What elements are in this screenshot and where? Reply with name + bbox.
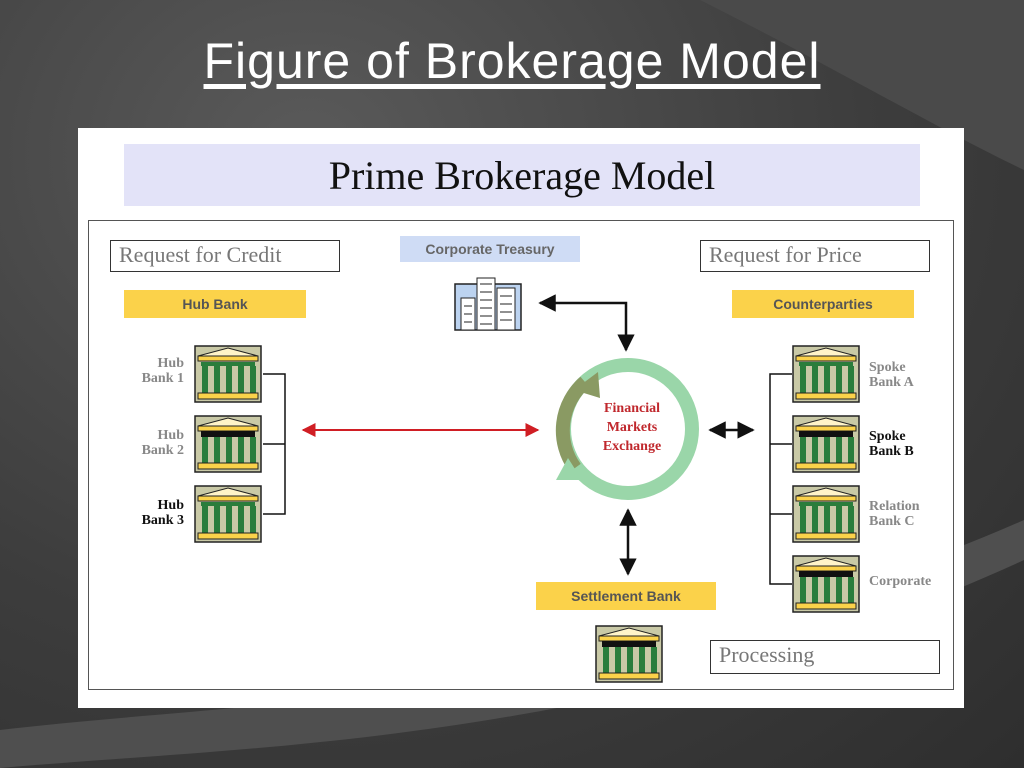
hub-bank-2-line2: Bank 2: [141, 443, 184, 458]
hub-bank-2-label: Hub Bank 2: [124, 428, 184, 458]
slide-title: Figure of Brokerage Model: [203, 33, 821, 89]
hub-bank-label: Hub Bank: [124, 290, 306, 318]
relation-bank-c-line2: Bank C: [869, 514, 915, 529]
hub-bank-3-icon: [194, 485, 262, 543]
hub-bank-2-line1: Hub: [157, 428, 184, 443]
hub-bank-1-label: Hub Bank 1: [124, 356, 184, 386]
diagram-graphics: [194, 277, 860, 683]
hub-bank-1-icon: [194, 345, 262, 403]
center-line-3: Exchange: [602, 439, 662, 454]
spoke-bank-a-line2: Bank A: [869, 375, 914, 390]
settlement-bank-icon: [595, 625, 663, 683]
center-line-1: Financial: [603, 401, 660, 416]
diagram-title: Prime Brokerage Model: [328, 153, 716, 198]
request-for-price-box: Request for Price: [700, 240, 930, 272]
spoke-bank-b-icon: [792, 415, 860, 473]
hub-bank-3-label: Hub Bank 3: [124, 498, 184, 528]
corporate-line1: Corporate: [869, 574, 932, 589]
spoke-bank-b-line2: Bank B: [869, 444, 914, 459]
corporate-treasury-building-icon: [454, 277, 522, 331]
hub-bank-1-line2: Bank 1: [141, 371, 184, 386]
hub-bank-2-icon: [194, 415, 262, 473]
counterparties-label: Counterparties: [732, 290, 914, 318]
exchange-cycle-ring-icon: [555, 358, 699, 500]
relation-bank-c-label: Relation Bank C: [869, 499, 920, 529]
request-for-credit-box: Request for Credit: [110, 240, 340, 272]
prime-brokerage-diagram: Prime Brokerage Model: [78, 128, 964, 708]
spoke-bank-b-label: Spoke Bank B: [869, 429, 914, 459]
diagram-title-band: [124, 144, 920, 206]
financial-markets-exchange-label: Financial Markets Exchange: [587, 399, 677, 456]
spoke-bank-a-label: Spoke Bank A: [869, 360, 914, 390]
hub-bank-3-line2: Bank 3: [141, 513, 184, 528]
corporate-label: Corporate: [869, 574, 931, 589]
relation-bank-c-line1: Relation: [869, 499, 920, 514]
hub-bank-1-line1: Hub: [157, 356, 184, 371]
settlement-bank-label: Settlement Bank: [536, 582, 716, 610]
processing-box: Processing: [710, 640, 940, 674]
spoke-bank-b-line1: Spoke: [869, 429, 906, 444]
spoke-bank-a-line1: Spoke: [869, 360, 906, 375]
spoke-bracket: [769, 373, 792, 585]
spoke-bank-a-icon: [792, 345, 860, 403]
corporate-bank-icon: [792, 555, 860, 613]
hub-bank-3-line1: Hub: [157, 498, 184, 513]
center-line-2: Markets: [606, 420, 658, 435]
corporate-treasury-label: Corporate Treasury: [400, 236, 580, 262]
diagram-frame: [88, 220, 954, 690]
relation-bank-c-icon: [792, 485, 860, 543]
treasury-arrow: [538, 294, 635, 352]
